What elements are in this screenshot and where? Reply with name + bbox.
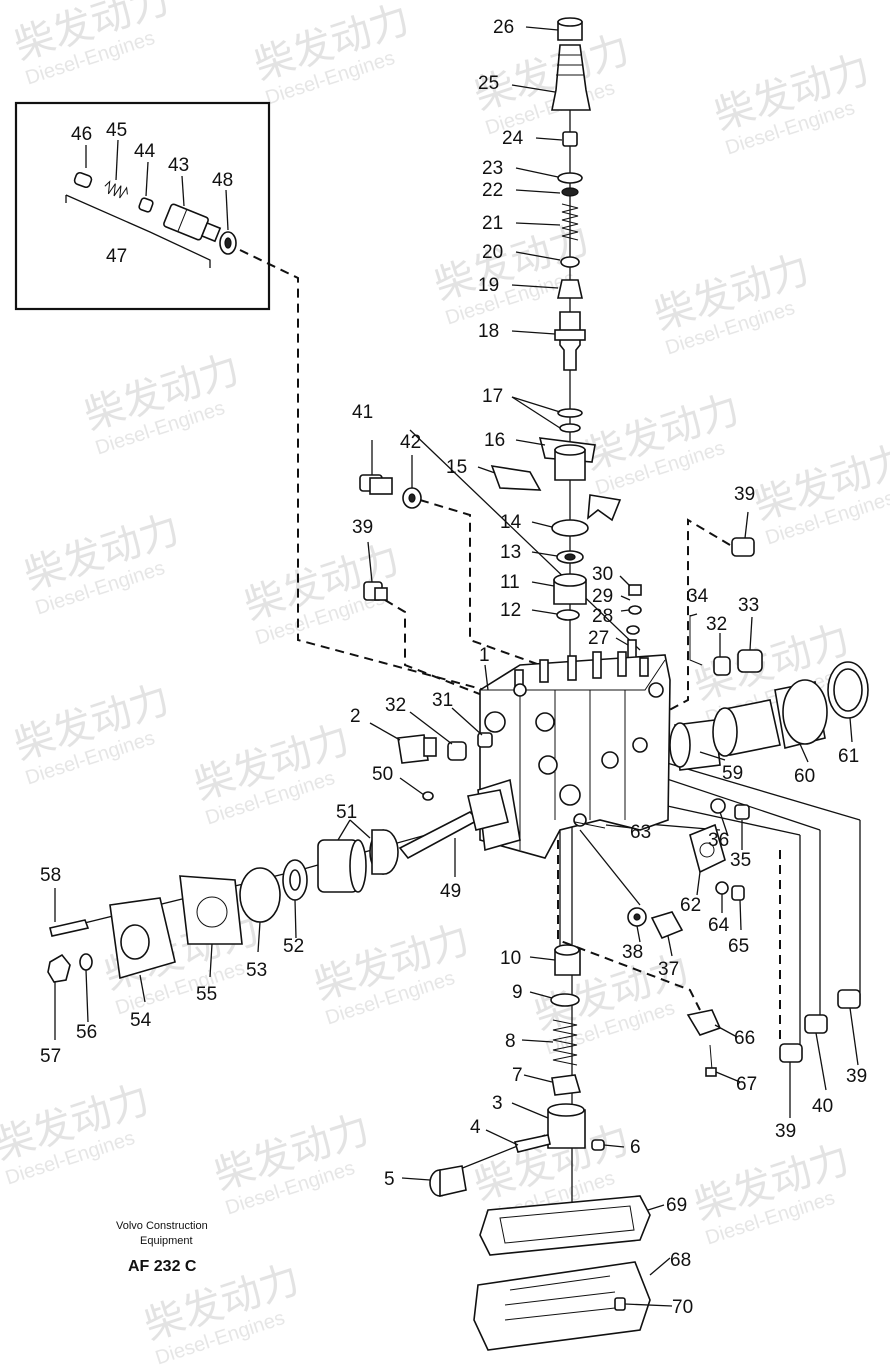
label-10: 10 xyxy=(500,948,521,969)
label-3: 3 xyxy=(492,1093,503,1114)
label-54: 54 xyxy=(130,1010,152,1031)
label-58: 58 xyxy=(40,865,61,886)
label-39: 39 xyxy=(734,484,755,505)
label-42: 42 xyxy=(400,432,421,453)
label-59: 59 xyxy=(722,763,743,784)
label-19: 19 xyxy=(478,275,499,296)
label-67: 67 xyxy=(736,1074,757,1095)
label-50: 50 xyxy=(372,764,393,785)
label-23: 23 xyxy=(482,158,503,179)
label-35: 35 xyxy=(730,850,751,871)
inset-detail-box: 46 45 44 43 48 47 xyxy=(14,101,271,311)
label-39: 39 xyxy=(846,1066,867,1087)
label-32: 32 xyxy=(385,695,406,716)
label-48: 48 xyxy=(212,170,233,191)
top-valve-stack xyxy=(490,17,642,663)
label-17: 17 xyxy=(482,386,503,407)
label-9: 9 xyxy=(512,982,523,1003)
label-29: 29 xyxy=(592,586,613,607)
label-53: 53 xyxy=(246,960,267,981)
label-13: 13 xyxy=(500,542,521,563)
label-22: 22 xyxy=(482,180,503,201)
label-47: 47 xyxy=(106,246,127,267)
label-30: 30 xyxy=(592,564,613,585)
label-6: 6 xyxy=(630,1137,641,1158)
label-69: 69 xyxy=(666,1195,687,1216)
label-32: 32 xyxy=(706,614,727,635)
label-39: 39 xyxy=(775,1121,796,1142)
label-70: 70 xyxy=(672,1297,693,1318)
label-39: 39 xyxy=(352,517,373,538)
footer-line1: Volvo Construction xyxy=(116,1220,208,1232)
part-number-labels: 26 25 24 23 22 21 20 19 18 17 16 15 14 1… xyxy=(40,17,867,1318)
label-38: 38 xyxy=(622,942,643,963)
label-63: 63 xyxy=(630,822,651,843)
label-15: 15 xyxy=(446,457,467,478)
label-5: 5 xyxy=(384,1169,395,1190)
label-45: 45 xyxy=(106,120,127,141)
label-46: 46 xyxy=(71,124,92,145)
label-25: 25 xyxy=(478,73,499,94)
part-leader-lines xyxy=(55,60,861,1230)
label-62: 62 xyxy=(680,895,701,916)
label-40: 40 xyxy=(812,1096,833,1117)
label-leaders xyxy=(54,26,859,1307)
footer-line2: Equipment xyxy=(140,1235,193,1247)
label-12: 12 xyxy=(500,600,521,621)
right-side-parts xyxy=(574,537,869,1077)
label-27: 27 xyxy=(588,628,609,649)
label-43: 43 xyxy=(168,155,189,176)
label-7: 7 xyxy=(512,1065,523,1086)
label-31: 31 xyxy=(432,690,453,711)
label-41: 41 xyxy=(352,402,373,423)
label-36: 36 xyxy=(708,830,729,851)
figure-code: AF 232 C xyxy=(128,1258,197,1275)
label-64: 64 xyxy=(708,915,730,936)
label-16: 16 xyxy=(484,430,505,451)
label-49: 49 xyxy=(440,881,461,902)
label-37: 37 xyxy=(658,959,679,980)
label-21: 21 xyxy=(482,213,503,234)
label-2: 2 xyxy=(350,706,361,727)
label-1: 1 xyxy=(479,645,490,666)
label-34: 34 xyxy=(687,586,709,607)
label-66: 66 xyxy=(734,1028,755,1049)
label-8: 8 xyxy=(505,1031,516,1052)
label-60: 60 xyxy=(794,766,815,787)
label-24: 24 xyxy=(502,128,524,149)
dashed-connectors xyxy=(239,249,781,1040)
label-4: 4 xyxy=(470,1117,481,1138)
label-14: 14 xyxy=(500,512,522,533)
label-57: 57 xyxy=(40,1046,61,1067)
label-65: 65 xyxy=(728,936,749,957)
label-51: 51 xyxy=(336,802,357,823)
label-61: 61 xyxy=(838,746,859,767)
label-26: 26 xyxy=(493,17,514,38)
left-side-parts xyxy=(47,474,509,983)
label-52: 52 xyxy=(283,936,304,957)
label-33: 33 xyxy=(738,595,759,616)
label-55: 55 xyxy=(196,984,217,1005)
label-44: 44 xyxy=(134,141,156,162)
label-28: 28 xyxy=(592,606,613,627)
label-20: 20 xyxy=(482,242,503,263)
lower-tappet-parts xyxy=(429,944,651,1351)
label-56: 56 xyxy=(76,1022,97,1043)
label-11: 11 xyxy=(500,572,520,593)
footer-caption: Volvo Construction Equipment AF 232 C xyxy=(116,1220,208,1275)
label-68: 68 xyxy=(670,1250,691,1271)
label-18: 18 xyxy=(478,321,499,342)
